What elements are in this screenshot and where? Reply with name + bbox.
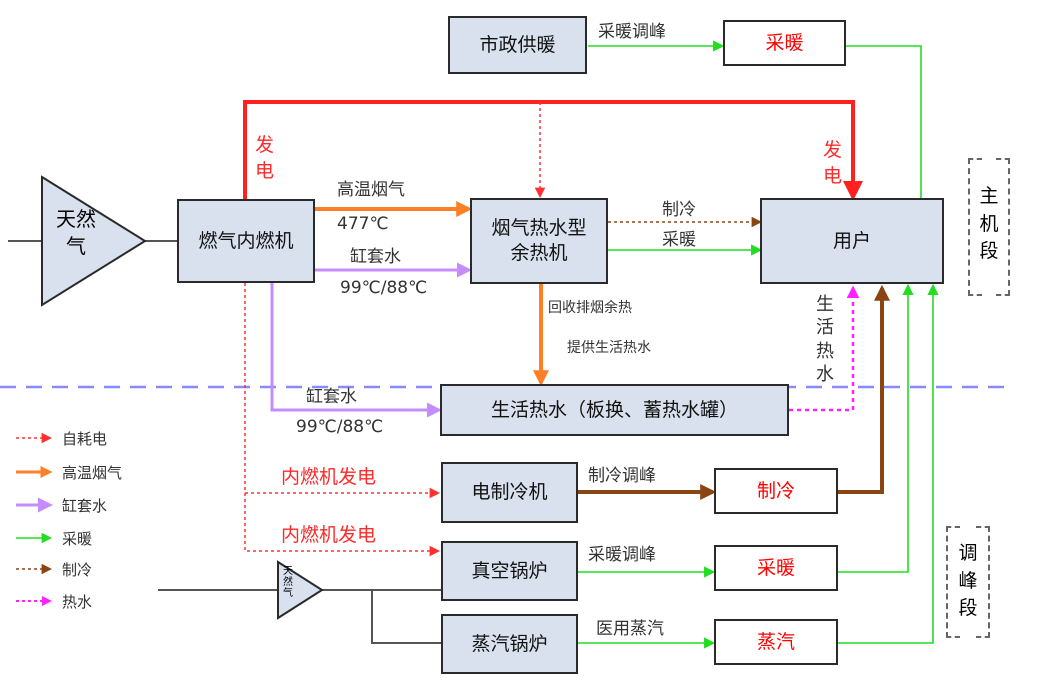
steam-boiler-box[interactable]: 蒸汽锅炉 xyxy=(441,614,578,674)
label-engine-power-2: 内燃机发电 xyxy=(281,524,377,546)
vacuum-boiler-box[interactable]: 真空锅炉 xyxy=(441,541,578,601)
natural-gas-small-label: 天然气 xyxy=(283,566,293,599)
label-power-right: 发电 xyxy=(823,139,843,187)
municipal-heating-box[interactable]: 市政供暖 xyxy=(448,16,587,74)
power-line xyxy=(243,100,863,201)
natural-gas-triangle xyxy=(41,175,147,307)
label-jacket-temp-1: 99℃/88℃ xyxy=(340,278,428,298)
steam-box[interactable]: 蒸汽 xyxy=(714,619,838,665)
label-power-left: 发电 xyxy=(255,134,275,182)
legend-item-hot-water: 热水 xyxy=(62,593,93,611)
label-recover-flue-heat: 回收排烟余热 xyxy=(548,300,632,316)
main-section-bracket-right xyxy=(996,158,1010,296)
legend-item-jacket-water: 缸套水 xyxy=(62,497,108,515)
natural-gas-small-triangle xyxy=(277,560,324,620)
legend-item-self-power: 自耗电 xyxy=(62,430,108,448)
label-hot-water-vertical: 生活热水 xyxy=(816,294,834,386)
main-section-label: 主机段 xyxy=(979,185,999,263)
peak-section-bracket-right xyxy=(976,526,990,638)
label-heating-flow: 采暖 xyxy=(662,230,696,250)
domestic-hot-water-box[interactable]: 生活热水（板换、蓄热水罐） xyxy=(440,384,789,436)
heating-bottom-box[interactable]: 采暖 xyxy=(714,545,838,591)
legend-item-flue-gas: 高温烟气 xyxy=(62,464,123,482)
peak-section-label: 调峰段 xyxy=(958,542,978,620)
electric-chiller-box[interactable]: 电制冷机 xyxy=(441,462,578,523)
gas-engine-box[interactable]: 燃气内燃机 xyxy=(177,199,315,283)
label-heat-peak-bottom: 采暖调峰 xyxy=(588,545,656,565)
cooling-box[interactable]: 制冷 xyxy=(714,468,838,514)
label-engine-power-1: 内燃机发电 xyxy=(281,466,377,488)
label-jacket-water-1: 缸套水 xyxy=(350,247,401,267)
natural-gas-label: 天然气 xyxy=(56,207,96,258)
waste-heat-unit-box[interactable]: 烟气热水型 余热机 xyxy=(470,198,608,284)
label-medical-steam: 医用蒸汽 xyxy=(596,619,664,639)
label-flue-gas: 高温烟气 xyxy=(337,180,405,200)
peak-section-bracket-left xyxy=(946,526,960,638)
label-cooling-flow: 制冷 xyxy=(662,200,696,220)
label-supply-hot-water: 提供生活热水 xyxy=(567,340,651,356)
label-jacket-water-2: 缸套水 xyxy=(306,387,357,407)
legend-item-cooling: 制冷 xyxy=(62,561,93,579)
heating-top-box[interactable]: 采暖 xyxy=(723,20,846,66)
main-section-bracket-left xyxy=(968,158,982,296)
legend-swatches xyxy=(16,432,53,606)
label-jacket-temp-2: 99℃/88℃ xyxy=(296,417,384,437)
legend-item-heating: 采暖 xyxy=(62,530,93,548)
label-heat-peak-top: 采暖调峰 xyxy=(598,22,666,42)
label-cool-peak: 制冷调峰 xyxy=(588,466,656,486)
label-flue-temp: 477℃ xyxy=(337,214,389,234)
user-box[interactable]: 用户 xyxy=(760,198,944,284)
